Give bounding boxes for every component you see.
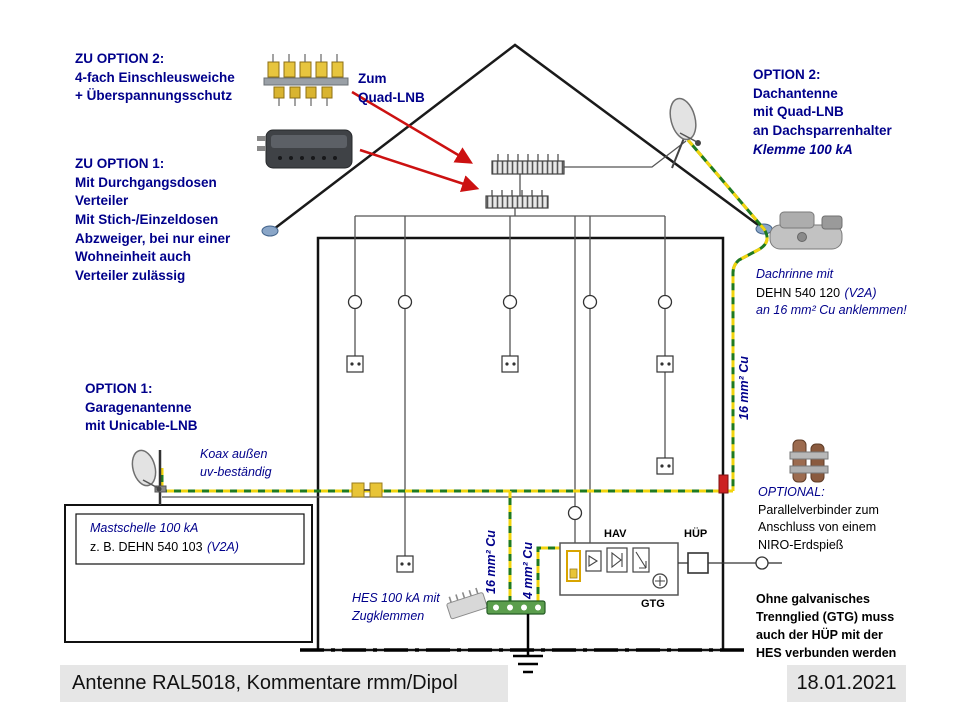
text-line: Mastschelle 100 kA xyxy=(90,521,199,535)
text-span: (V2A) xyxy=(207,539,239,554)
note-option1: OPTION 1: Garagenantenne mit Unicable-LN… xyxy=(85,380,198,436)
eave-left-dot xyxy=(261,225,279,237)
hav-amp-2 xyxy=(606,547,628,573)
text-line: Dachrinne mit xyxy=(756,267,834,281)
outlet xyxy=(656,457,674,475)
wire-label-right-16: 16 mm² Cu xyxy=(737,356,751,420)
wire-label-mid-16: 16 mm² Cu xyxy=(484,530,498,594)
text-line: HES 100 kA mit xyxy=(352,591,440,605)
text-line: ZU OPTION 2: xyxy=(75,51,165,66)
huep-box xyxy=(678,552,782,574)
hav-box xyxy=(559,542,679,596)
note-hes: HES 100 kA mit Zugklemmen xyxy=(352,590,440,625)
text-line: 4-fach Einschleusweiche xyxy=(75,69,235,85)
wire-label-mid-4: 4 mm² Cu xyxy=(521,542,535,599)
parallel-connector-photo xyxy=(789,439,829,483)
text-line: DEHN 540 120 (V2A) xyxy=(756,284,907,303)
footer-date: 18.01.2021 xyxy=(796,672,897,694)
text-line: Abzweiger, bei nur einer xyxy=(75,230,231,246)
cable-loops xyxy=(347,294,673,521)
text-line: ZU OPTION 1: xyxy=(75,156,165,171)
text-line: an 16 mm² Cu anklemmen! xyxy=(756,303,907,317)
footer-date-bar: 18.01.2021 xyxy=(787,665,906,702)
einschleusweiche-photo xyxy=(263,54,349,106)
text-line: uv-beständig xyxy=(200,464,272,479)
text-line: Mit Durchgangsdosen xyxy=(75,174,217,190)
note-zum-quad-lnb: Zum Quad-LNB xyxy=(358,70,425,107)
text-line: Verteiler zulässig xyxy=(75,267,186,283)
multiswitch-photo xyxy=(257,129,353,169)
hav-amp-1 xyxy=(585,550,602,572)
text-line: auch der HÜP mit der xyxy=(756,628,883,643)
text-line: Quad-LNB xyxy=(358,89,425,105)
note-zu-option2: ZU OPTION 2: 4-fach Einschleusweiche + Ü… xyxy=(75,50,235,106)
text-line: Klemme 100 kA xyxy=(753,141,853,157)
text-line: Ohne galvanisches xyxy=(756,592,870,606)
text-line: an Dachsparrenhalter xyxy=(753,122,892,138)
text-span: z. B. DEHN 540 103 xyxy=(90,539,203,554)
huep-label: HÜP xyxy=(684,528,708,540)
note-koax: Koax außen uv-beständig xyxy=(200,446,272,481)
text-line: mit Unicable-LNB xyxy=(85,418,198,434)
outlet xyxy=(396,555,414,573)
arrow-to-splitter-2 xyxy=(359,148,480,192)
text-span: DEHN 540 120 xyxy=(756,285,841,300)
text-line: Parallelverbinder zum xyxy=(758,502,879,517)
arrow-to-splitter-1 xyxy=(351,90,474,164)
text-line: Garagenantenne xyxy=(85,399,192,415)
wall-connector-red xyxy=(718,474,729,494)
text-line: mit Quad-LNB xyxy=(753,104,844,120)
gtg-label: GTG xyxy=(641,598,665,610)
outlet xyxy=(501,355,519,373)
text-line: Verteiler xyxy=(75,193,129,209)
footer-title: Antenne RAL5018, Kommentare rmm/Dipol xyxy=(72,672,458,694)
garage-dish xyxy=(131,449,167,505)
text-line: NIRO-Erdspieß xyxy=(758,537,844,552)
outlet xyxy=(346,355,364,373)
text-line: Trennglied (GTG) muss xyxy=(756,610,895,625)
note-optional: OPTIONAL: Parallelverbinder zum Anschlus… xyxy=(758,484,879,554)
text-line: + Überspannungsschutz xyxy=(75,88,233,104)
garage-body xyxy=(64,504,313,643)
text-line: Zugklemmen xyxy=(352,608,425,623)
hes-photo xyxy=(446,587,488,620)
text-line: Zum xyxy=(358,71,387,86)
mastschelle-label-box xyxy=(75,513,305,565)
note-option2: OPTION 2: Dachantenne mit Quad-LNB an Da… xyxy=(753,66,892,159)
note-dachrinne: Dachrinne mit DEHN 540 120 (V2A) an 16 m… xyxy=(756,266,907,320)
text-line: Anschluss von einem xyxy=(758,520,877,534)
footer-title-bar: Antenne RAL5018, Kommentare rmm/Dipol xyxy=(60,665,508,702)
attic-splitter-2 xyxy=(485,190,549,209)
text-line: Koax außen xyxy=(200,447,268,461)
hes-bar xyxy=(486,600,546,615)
text-line: OPTIONAL: xyxy=(758,485,825,499)
outlet xyxy=(656,355,674,373)
text-line: OPTION 1: xyxy=(85,381,153,396)
note-zu-option1: ZU OPTION 1: Mit Durchgangsdosen Verteil… xyxy=(75,155,230,285)
gutter-clamp-photo xyxy=(769,211,843,250)
note-mastschelle: Mastschelle 100 kA z. B. DEHN 540 103 (V… xyxy=(90,520,239,556)
hav-label: HAV xyxy=(604,528,627,540)
antenna-outlets xyxy=(346,355,674,573)
coax-lines xyxy=(162,140,687,556)
text-line: HES verbunden werden xyxy=(756,646,897,661)
text-line: Mit Stich-/Einzeldosen xyxy=(75,211,219,227)
earth-ground-symbol xyxy=(513,614,543,674)
text-line: Dachantenne xyxy=(753,85,838,101)
text-line: Wohneinheit auch xyxy=(75,249,192,265)
pointer-arrows xyxy=(351,90,480,192)
text-line: z. B. DEHN 540 103 (V2A) xyxy=(90,538,239,557)
note-ohne-gtg: Ohne galvanisches Trennglied (GTG) muss … xyxy=(756,590,896,663)
text-line: OPTION 2: xyxy=(753,67,821,82)
surge-protector xyxy=(351,482,383,498)
roof-dish xyxy=(669,97,701,169)
attic-splitter-1 xyxy=(491,154,565,175)
text-span: (V2A) xyxy=(844,285,877,300)
